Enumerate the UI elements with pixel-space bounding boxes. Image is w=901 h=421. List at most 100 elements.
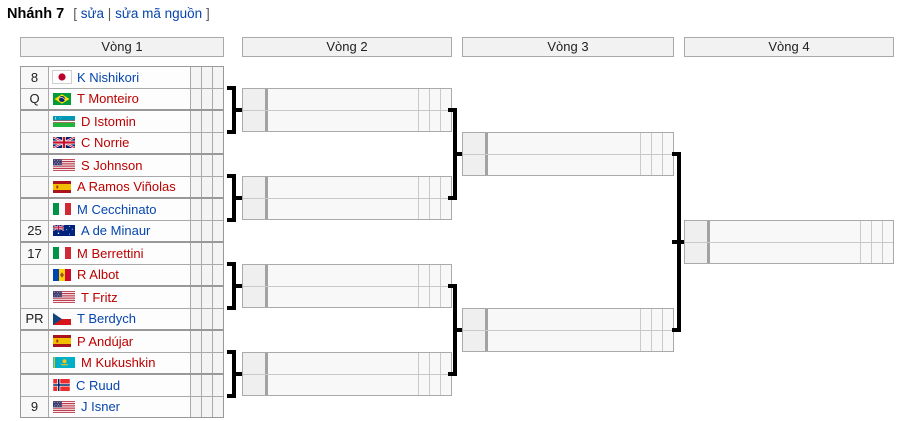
round1-match[interactable]: P Andújar M Kukushkin — [20, 330, 224, 374]
player-name-cell[interactable]: K Nishikori — [49, 67, 190, 88]
empty-score-cell[interactable] — [429, 177, 440, 198]
seed-label[interactable] — [21, 375, 49, 396]
player-link[interactable]: T Fritz — [81, 289, 118, 305]
player-link[interactable]: C Ruud — [76, 377, 121, 393]
score-cell[interactable] — [190, 352, 201, 373]
connector-line[interactable] — [448, 108, 457, 200]
score-cell[interactable] — [201, 352, 212, 373]
empty-seed-cell[interactable] — [685, 242, 710, 263]
connector-stub[interactable] — [236, 372, 242, 376]
seed-label[interactable] — [21, 352, 49, 373]
player-row[interactable]: Q T Monteiro — [21, 87, 223, 109]
score-cell[interactable] — [190, 375, 201, 396]
italy-flag-icon[interactable] — [53, 203, 71, 216]
empty-score-cell[interactable] — [640, 309, 651, 330]
empty-slot[interactable] — [243, 89, 451, 110]
seed-label[interactable] — [21, 199, 49, 220]
seed-label[interactable] — [21, 111, 49, 132]
seed-label[interactable] — [21, 155, 49, 176]
empty-slot[interactable] — [243, 265, 451, 286]
connector-line[interactable] — [227, 86, 236, 134]
empty-score-cell[interactable] — [662, 154, 673, 175]
player-row[interactable]: R Albot — [21, 263, 223, 285]
spain-flag-icon[interactable] — [53, 180, 71, 193]
round2-match[interactable] — [242, 352, 452, 396]
seed-label[interactable]: Q — [21, 88, 49, 109]
empty-name-cell[interactable] — [488, 133, 640, 154]
empty-slot[interactable] — [243, 353, 451, 374]
empty-score-cell[interactable] — [429, 265, 440, 286]
empty-name-cell[interactable] — [268, 89, 418, 110]
empty-name-cell[interactable] — [488, 331, 640, 352]
empty-score-cell[interactable] — [662, 309, 673, 330]
empty-slot[interactable] — [685, 241, 893, 263]
player-row[interactable]: C Norrie — [21, 131, 223, 153]
empty-score-cell[interactable] — [640, 330, 651, 351]
connector-stub[interactable] — [457, 152, 462, 156]
empty-score-cell[interactable] — [418, 353, 429, 374]
score-cell[interactable] — [190, 132, 201, 153]
japan-flag-icon[interactable] — [52, 70, 72, 85]
empty-name-cell[interactable] — [268, 353, 418, 374]
empty-score-cell[interactable] — [418, 286, 429, 307]
score-cell[interactable] — [190, 111, 201, 132]
score-cell[interactable] — [201, 220, 212, 241]
connector-stub[interactable] — [457, 328, 462, 332]
empty-slot[interactable] — [243, 109, 451, 131]
player-name-cell[interactable]: P Andújar — [49, 331, 190, 352]
player-link[interactable]: M Kukushkin — [81, 355, 156, 371]
uzbekistan-flag-icon[interactable] — [53, 115, 75, 127]
score-cell[interactable] — [212, 264, 223, 285]
player-name-cell[interactable]: J Isner — [49, 396, 190, 417]
score-cell[interactable] — [201, 375, 212, 396]
united-kingdom-flag-icon[interactable] — [53, 137, 75, 149]
empty-slot[interactable] — [243, 285, 451, 307]
player-row[interactable]: 25 A de Minaur — [21, 219, 223, 241]
connector-line[interactable] — [227, 262, 236, 310]
kazakhstan-flag-icon[interactable] — [53, 357, 75, 369]
empty-score-cell[interactable] — [440, 374, 451, 395]
score-cell[interactable] — [201, 111, 212, 132]
player-link[interactable]: M Cecchinato — [77, 201, 157, 217]
player-link[interactable]: S Johnson — [81, 157, 143, 173]
score-cell[interactable] — [201, 264, 212, 285]
norway-flag-icon[interactable] — [53, 379, 70, 392]
empty-seed-cell[interactable] — [463, 309, 488, 330]
score-cell[interactable] — [190, 331, 201, 352]
player-row[interactable]: P Andújar — [21, 331, 223, 352]
seed-label[interactable]: 8 — [21, 67, 49, 88]
score-cell[interactable] — [201, 155, 212, 176]
empty-score-cell[interactable] — [440, 265, 451, 286]
empty-name-cell[interactable] — [488, 309, 640, 330]
australia-flag-icon[interactable] — [53, 225, 75, 237]
edit-link[interactable]: sửa — [80, 6, 105, 21]
empty-seed-cell[interactable] — [243, 353, 268, 374]
seed-label[interactable] — [21, 264, 49, 285]
empty-seed-cell[interactable] — [243, 198, 268, 219]
player-row[interactable]: T Fritz — [21, 287, 223, 308]
player-link[interactable]: A de Minaur — [81, 223, 151, 239]
round2-match[interactable] — [242, 88, 452, 132]
united-states-flag-icon[interactable] — [53, 291, 75, 304]
empty-score-cell[interactable] — [429, 353, 440, 374]
empty-score-cell[interactable] — [860, 221, 871, 242]
empty-score-cell[interactable] — [440, 177, 451, 198]
empty-seed-cell[interactable] — [243, 177, 268, 198]
empty-slot[interactable] — [243, 197, 451, 219]
seed-label[interactable]: 25 — [21, 220, 49, 241]
seed-label[interactable] — [21, 176, 49, 197]
italy-flag-icon[interactable] — [53, 247, 71, 260]
seed-label[interactable] — [21, 331, 49, 352]
score-cell[interactable] — [201, 88, 212, 109]
connector-stub[interactable] — [672, 240, 684, 244]
player-link[interactable]: M Berrettini — [77, 245, 144, 261]
player-link[interactable]: T Monteiro — [77, 91, 139, 107]
empty-score-cell[interactable] — [440, 110, 451, 131]
score-cell[interactable] — [212, 243, 223, 264]
round4-match[interactable] — [684, 220, 894, 264]
